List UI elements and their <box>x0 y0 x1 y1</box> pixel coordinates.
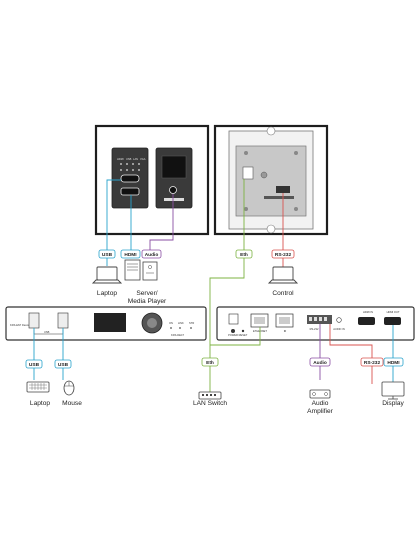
decoder-unit: KDS-EN7 Decoder USB ON LINK STR KDS-DEC7 <box>5 306 207 341</box>
encoder-terminal-block <box>307 315 332 324</box>
back-connector <box>260 171 268 179</box>
tag-usb-top: USB <box>98 249 116 259</box>
encoder-hdmi-out <box>384 317 401 325</box>
tag-hdmi-bottom: HDMI <box>383 357 404 367</box>
label-server-2: Media Player <box>128 298 167 305</box>
tag-hdmi-top: HDMI <box>120 249 141 259</box>
encoder-power-port <box>228 313 239 325</box>
wall-audio-jack <box>169 186 177 194</box>
decoder-brand: KDS-DEC7 <box>171 333 185 337</box>
svg-text:HDMI: HDMI <box>387 360 400 366</box>
decoder-model: KDS-EN7 Decoder <box>10 323 32 327</box>
cable-eth-back <box>209 179 245 392</box>
encoder-reset <box>241 329 245 333</box>
label-audio-amp-1: Audio <box>312 400 329 407</box>
tag-eth-bottom: Eth <box>201 357 219 367</box>
mouse-icon <box>63 380 75 396</box>
label-mouse: Mouse <box>62 400 82 407</box>
encoder-port-label-power: POWER <box>228 333 238 337</box>
audio-amplifier-icon <box>309 389 331 399</box>
svg-text:USB: USB <box>29 362 40 368</box>
wall-usb-port <box>120 174 140 183</box>
encoder-port-label-rs232: RS-232 <box>310 327 319 331</box>
svg-text:Eth: Eth <box>240 252 248 258</box>
encoder-port-label-reset: RESET <box>239 333 248 337</box>
decoder-led-link: LINK <box>178 321 184 325</box>
wall-display-window <box>161 155 187 179</box>
svg-text:HDMI: HDMI <box>124 252 137 258</box>
encoder-port-label-hdmi-in: HDMI IN <box>363 310 373 314</box>
display-icon <box>381 381 405 400</box>
decoder-usb-port-1 <box>28 312 40 329</box>
encoder-port-label-hdmi-out: HDMI OUT <box>387 310 400 314</box>
kramer-logo-plate <box>164 198 184 201</box>
label-laptop-bottom: Laptop <box>30 400 51 407</box>
svg-text:Eth: Eth <box>206 360 214 366</box>
wall-plate-back <box>213 124 329 236</box>
decoder-led-str: STR <box>189 321 194 325</box>
svg-text:USB: USB <box>102 252 113 258</box>
back-eth-port <box>242 166 254 180</box>
label-display: Display <box>382 400 404 407</box>
cable-usb-top <box>106 179 121 266</box>
decoder-usb-port-2 <box>57 312 69 329</box>
svg-text:Audio: Audio <box>145 252 159 258</box>
encoder-unit: HDMI IN HDMI OUT POWER RESET ETHERNET IR… <box>216 306 415 341</box>
svg-text:RS-232: RS-232 <box>364 360 381 366</box>
laptop-top-icon <box>91 266 123 284</box>
panel-label-usb: USB <box>126 157 132 161</box>
svg-text:Audio: Audio <box>313 360 327 366</box>
lan-switch-icon <box>198 391 222 400</box>
cable-eth-encoder <box>210 327 261 346</box>
keyboard-icon <box>26 381 50 393</box>
label-control: Control <box>272 290 294 297</box>
svg-text:RS-232: RS-232 <box>275 252 292 258</box>
panel-label-vga: VGA <box>140 157 146 161</box>
decoder-usb-hub-label: USB <box>44 330 50 334</box>
encoder-hdmi-in <box>358 317 375 325</box>
svg-text:USB: USB <box>58 362 69 368</box>
wall-hdmi-port <box>120 187 140 196</box>
tag-rs232-bottom: RS-232 <box>360 357 384 367</box>
tag-usb-left-1: USB <box>25 359 43 369</box>
label-lan-switch: LAN Switch <box>193 400 227 407</box>
label-laptop-top: Laptop <box>97 290 118 297</box>
tag-usb-left-2: USB <box>54 359 72 369</box>
label-audio-amp-2: Amplifier <box>307 408 333 415</box>
decoder-display <box>94 313 126 332</box>
tag-eth-top: Eth <box>235 249 253 259</box>
encoder-port-label-audio: AUDIO IN <box>333 327 345 331</box>
panel-label-lan: LAN <box>133 157 138 161</box>
back-rs232-terminal <box>276 186 290 193</box>
encoder-port-label-ir: IR <box>284 329 287 333</box>
label-server-1: Server/ <box>136 290 157 297</box>
encoder-audio-jack <box>336 317 342 323</box>
panel-label-hdmi: HDMI <box>117 157 124 161</box>
control-laptop-icon <box>267 266 299 284</box>
tag-audio-bottom: Audio <box>309 357 331 367</box>
server-icon <box>124 259 158 281</box>
cable-audio-top <box>149 194 174 258</box>
decoder-led-on: ON <box>169 321 173 325</box>
tag-rs232-top: RS-232 <box>271 249 295 259</box>
tag-audio-top: Audio <box>141 249 162 259</box>
